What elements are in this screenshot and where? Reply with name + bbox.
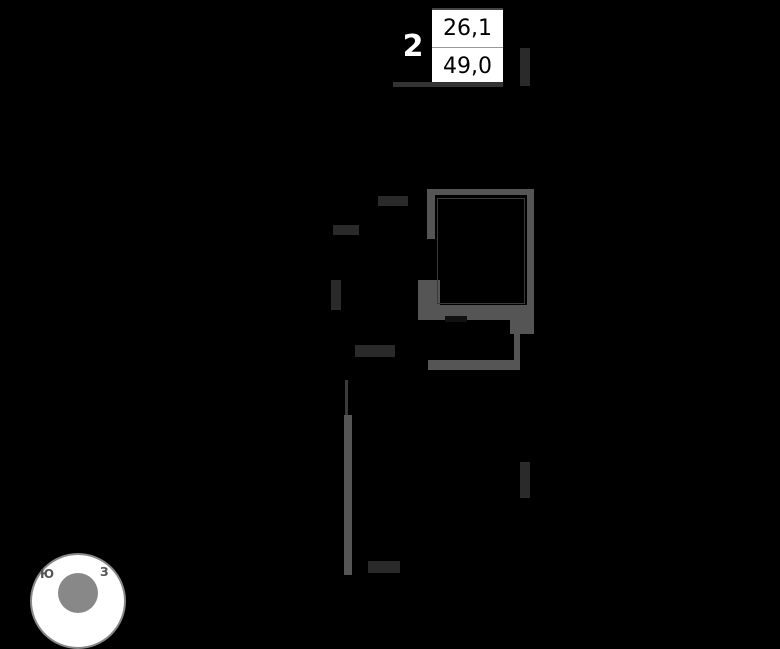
- wall-right: [527, 189, 534, 334]
- wall-right-lower: [514, 330, 520, 370]
- wall-bottom: [428, 360, 518, 370]
- wall-top: [427, 189, 534, 195]
- dimension-label: [331, 280, 341, 310]
- area-box: 26,1 49,0: [432, 8, 503, 86]
- dimension-label: [368, 561, 400, 573]
- compass-rose: Ю З: [30, 553, 126, 649]
- compass-needle-icon: [58, 573, 98, 613]
- living-area: 26,1: [432, 10, 503, 48]
- rooms-count: 2: [393, 10, 433, 82]
- dimension-label: [355, 345, 395, 357]
- badge-bottom-bar: [393, 82, 503, 87]
- room-outline: [437, 198, 525, 304]
- door-opening: [445, 316, 467, 322]
- dimension-label: [378, 196, 408, 206]
- compass-west-label: З: [100, 565, 109, 579]
- dimension-line-tick: [345, 380, 348, 415]
- dimension-line: [344, 415, 352, 575]
- dimension-label: [520, 48, 530, 86]
- wall-left-lower: [418, 280, 440, 320]
- compass-south-label: Ю: [40, 567, 55, 581]
- total-area: 49,0: [443, 54, 492, 79]
- dimension-label: [333, 225, 359, 235]
- wall-left-upper: [427, 189, 435, 239]
- dimension-label: [520, 462, 530, 498]
